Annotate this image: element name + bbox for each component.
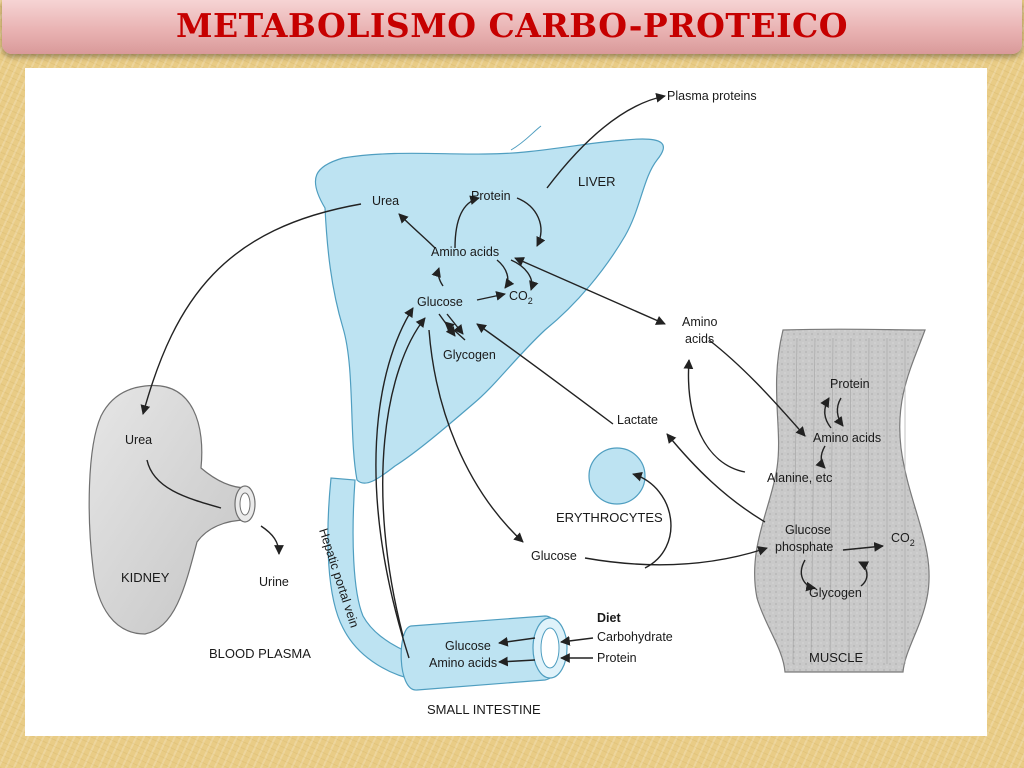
label-muscle-amino-acids: Amino acids [813, 431, 881, 445]
label-liver-amino-acids: Amino acids [431, 245, 499, 259]
label-intestine-glucose: Glucose [445, 639, 491, 653]
kidney-shape [88, 384, 248, 635]
label-muscle-glucose-line2: phosphate [775, 540, 833, 554]
label-diet-protein: Protein [597, 651, 637, 665]
label-liver-glycogen: Glycogen [443, 348, 496, 362]
diagram-panel: Plasma proteins LIVER Urea Protein Amino… [25, 68, 987, 736]
label-liver-glucose: Glucose [417, 295, 463, 309]
label-plasma-amino-line1: Amino [682, 315, 717, 329]
label-liver-urea: Urea [372, 194, 399, 208]
label-plasma-proteins: Plasma proteins [667, 89, 757, 103]
label-diet: Diet [597, 611, 621, 625]
title-bar: METABOLISMO CARBO-PROTEICO [2, 0, 1022, 54]
metabolism-diagram: Plasma proteins LIVER Urea Protein Amino… [88, 89, 930, 717]
label-muscle-glycogen: Glycogen [809, 586, 862, 600]
label-kidney-urea: Urea [125, 433, 152, 447]
label-blood-plasma: BLOOD PLASMA [209, 646, 311, 661]
label-lactate: Lactate [617, 413, 658, 427]
label-diet-carbohydrate: Carbohydrate [597, 630, 673, 644]
label-muscle: MUSCLE [809, 650, 864, 665]
label-muscle-alanine: Alanine, etc [767, 471, 832, 485]
label-plasma-glucose: Glucose [531, 549, 577, 563]
label-muscle-glucose-line1: Glucose [785, 523, 831, 537]
flow-arrows [140, 92, 884, 667]
label-muscle-co2: CO2 [891, 531, 915, 548]
label-small-intestine: SMALL INTESTINE [427, 702, 541, 717]
slide-title: METABOLISMO CARBO-PROTEICO [175, 6, 849, 45]
label-urine: Urine [259, 575, 289, 589]
label-erythrocytes: ERYTHROCYTES [556, 510, 663, 525]
label-muscle-protein: Protein [830, 377, 870, 391]
label-liver-protein: Protein [471, 189, 511, 203]
erythrocyte-cell [588, 447, 646, 505]
muscle-shape [753, 328, 930, 673]
label-kidney: KIDNEY [121, 570, 170, 585]
label-intestine-amino-acids: Amino acids [429, 656, 497, 670]
label-plasma-amino-line2: acids [685, 332, 714, 346]
label-liver-co2: CO2 [509, 289, 533, 306]
label-liver: LIVER [578, 174, 616, 189]
